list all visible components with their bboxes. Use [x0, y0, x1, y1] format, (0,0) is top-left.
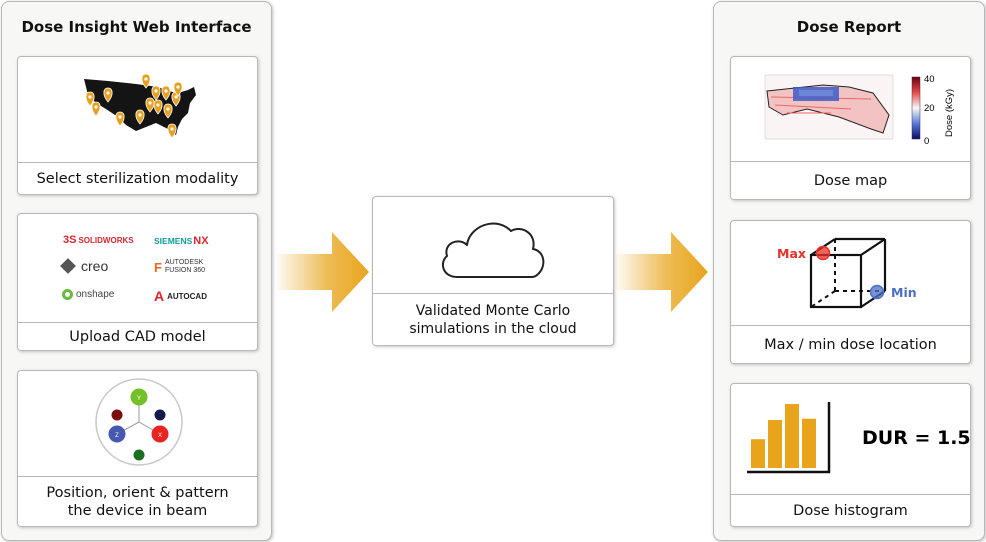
solidworks-logo: 3S SOLIDWORKS: [63, 234, 134, 246]
dose-histogram-card[interactable]: DUR = 1.5 Dose histogram: [730, 383, 971, 527]
colorbar-tick-mid: 20: [924, 103, 935, 114]
x-axis-handle: [151, 425, 169, 443]
us-map-icon: [84, 73, 196, 139]
location-pin-dot: [170, 127, 174, 131]
location-pin-dot: [166, 107, 170, 111]
location-pin-dot: [154, 89, 158, 93]
flow-arrow-2-icon: [616, 232, 708, 312]
histogram-icon: DUR = 1.5: [747, 402, 971, 474]
modality-label: Select sterilization modality: [36, 170, 239, 187]
card-label: Dose map: [731, 161, 970, 199]
max-min-label: Max / min dose location: [764, 336, 937, 353]
location-pin-dot: [94, 105, 98, 109]
location-pin-dot: [138, 113, 142, 117]
neg-x-handle: [111, 409, 123, 421]
card-label: Validated Monte Carlo simulations in the…: [373, 293, 613, 345]
siemens-nx-logo: SIEMENS NX: [154, 235, 209, 247]
location-pin-dot: [148, 101, 152, 105]
location-pin-dot: [156, 103, 160, 107]
colorbar-label: Dose (kGy): [944, 89, 955, 137]
axis-label-x: X: [158, 433, 162, 439]
location-pin-dot: [176, 85, 180, 89]
onshape-logo: onshape: [62, 289, 114, 300]
location-pin-icon: [145, 97, 155, 113]
panel-title: Dose Report: [796, 18, 902, 36]
card-label: Dose histogram: [731, 494, 970, 526]
position-orient-card[interactable]: Y Z X Position, orient & pattern the dev…: [17, 370, 258, 527]
location-pin-icon: [161, 85, 171, 101]
neg-y-handle: [133, 449, 145, 461]
location-pin-dot: [118, 115, 122, 119]
monte-carlo-label-line-1: Validated Monte Carlo: [415, 302, 571, 319]
z-axis-handle: [108, 425, 126, 443]
location-pins: [85, 73, 183, 139]
location-pin-icon: [167, 123, 177, 139]
dose-map-label: Dose map: [813, 172, 888, 189]
dur-value: DUR = 1.5: [862, 427, 971, 449]
position-label-line-1: Position, orient & pattern: [46, 484, 229, 501]
colorbar-tick-top: 40: [924, 74, 935, 85]
histogram-bar: [802, 418, 816, 468]
max-label: Max: [777, 246, 806, 261]
autodesk-fusion-logo: F AUTODESK FUSION 360: [154, 259, 206, 275]
histogram-bars: [751, 404, 816, 468]
location-pin-dot: [88, 95, 92, 99]
orientation-widget-icon: Y Z X: [95, 378, 183, 466]
location-pin-dot: [144, 77, 148, 81]
card-label: Upload CAD model: [18, 322, 257, 350]
histogram-label: Dose histogram: [793, 502, 908, 519]
location-pin-icon: [103, 87, 113, 103]
monte-carlo-card[interactable]: Validated Monte Carlo simulations in the…: [372, 196, 614, 346]
min-marker: [869, 284, 885, 300]
autocad-logo: A AUTOCAD: [154, 288, 207, 304]
axis-label-z: Z: [115, 433, 119, 439]
panel-title: Dose Insight Web Interface: [21, 18, 252, 36]
max-marker: [815, 245, 831, 261]
location-pin-dot: [106, 91, 110, 95]
location-pin-icon: [163, 103, 173, 119]
dose-map-figure: 40 20 0 Dose (kGy): [764, 74, 955, 147]
colorbar-tick-bottom: 0: [924, 136, 929, 147]
dose-report-panel: Dose Report 40 20 0 Dose (kGy): [713, 1, 985, 541]
card-label: Max / min dose location: [731, 325, 970, 363]
location-pin-icon: [135, 109, 145, 125]
location-pin-icon: [151, 85, 161, 101]
creo-logo: creo: [60, 258, 108, 274]
upload-cad-card[interactable]: 3S SOLIDWORKS SIEMENS NX creo F AUTODESK…: [17, 213, 258, 351]
cloud-icon: [441, 222, 545, 278]
flow-arrow-1-icon: [277, 232, 369, 312]
location-pin-icon: [91, 101, 101, 117]
cube-icon: Max Min: [777, 237, 917, 309]
dose-insight-panel: Dose Insight Web Interface Select steril…: [1, 1, 272, 541]
location-pin-icon: [173, 81, 183, 97]
sterilization-modality-card[interactable]: Select sterilization modality: [17, 56, 258, 195]
location-pin-dot: [164, 89, 168, 93]
max-min-card[interactable]: Max Min Max / min dose location: [730, 220, 971, 364]
histogram-bar: [751, 439, 765, 468]
colorbar: [911, 76, 921, 140]
histogram-bar: [785, 404, 799, 468]
monte-carlo-label-line-2: simulations in the cloud: [409, 320, 577, 337]
position-label-line-2: the device in beam: [67, 502, 208, 519]
upload-label: Upload CAD model: [69, 328, 206, 345]
axis-label-y: Y: [137, 396, 141, 402]
neg-z-handle: [154, 409, 166, 421]
min-label: Min: [891, 285, 917, 300]
dose-map-card[interactable]: 40 20 0 Dose (kGy) Dose map: [730, 56, 971, 200]
location-pin-icon: [85, 91, 95, 107]
location-pin-icon: [115, 111, 125, 127]
location-pin-dot: [174, 95, 178, 99]
location-pin-icon: [141, 73, 151, 89]
location-pin-icon: [153, 99, 163, 115]
card-label: Position, orient & pattern the device in…: [18, 476, 257, 526]
histogram-bar: [768, 420, 782, 468]
y-axis-handle: [130, 388, 148, 406]
card-label: Select sterilization modality: [18, 162, 257, 194]
